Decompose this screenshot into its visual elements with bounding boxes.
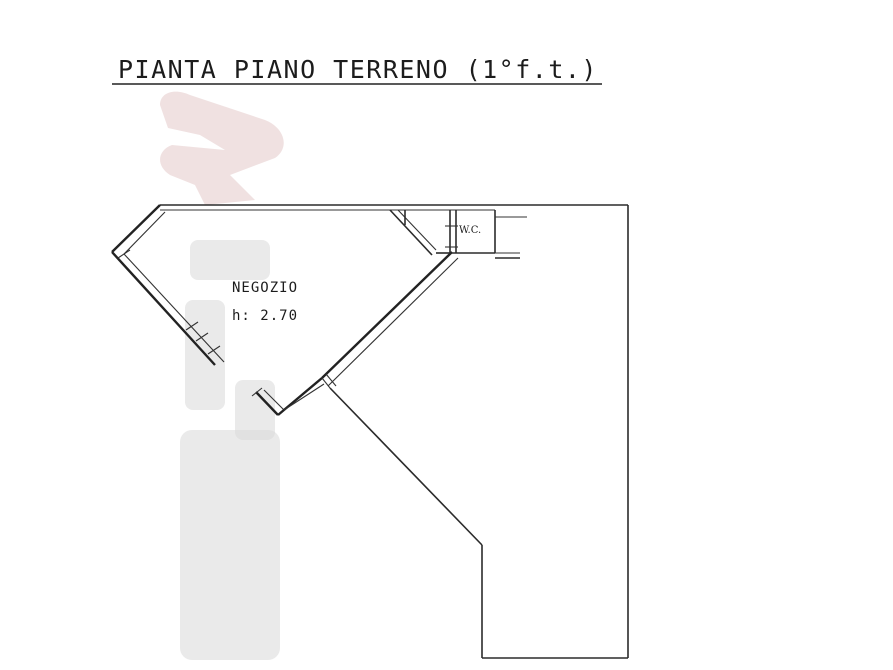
room-wc: W.C. (389, 209, 527, 259)
watermark-logo (160, 91, 284, 660)
room-negozio: NEGOZIO h: 2.70 (111, 204, 459, 416)
building-outline (160, 204, 629, 659)
plan-title: PIANTA PIANO TERRENO (1°f.t.) (118, 55, 598, 84)
room-height-label: h: 2.70 (232, 308, 298, 324)
plan-title-group: PIANTA PIANO TERRENO (1°f.t.) (112, 55, 602, 85)
room-label-negozio: NEGOZIO (232, 280, 298, 296)
room-label-wc: W.C. (459, 225, 481, 236)
